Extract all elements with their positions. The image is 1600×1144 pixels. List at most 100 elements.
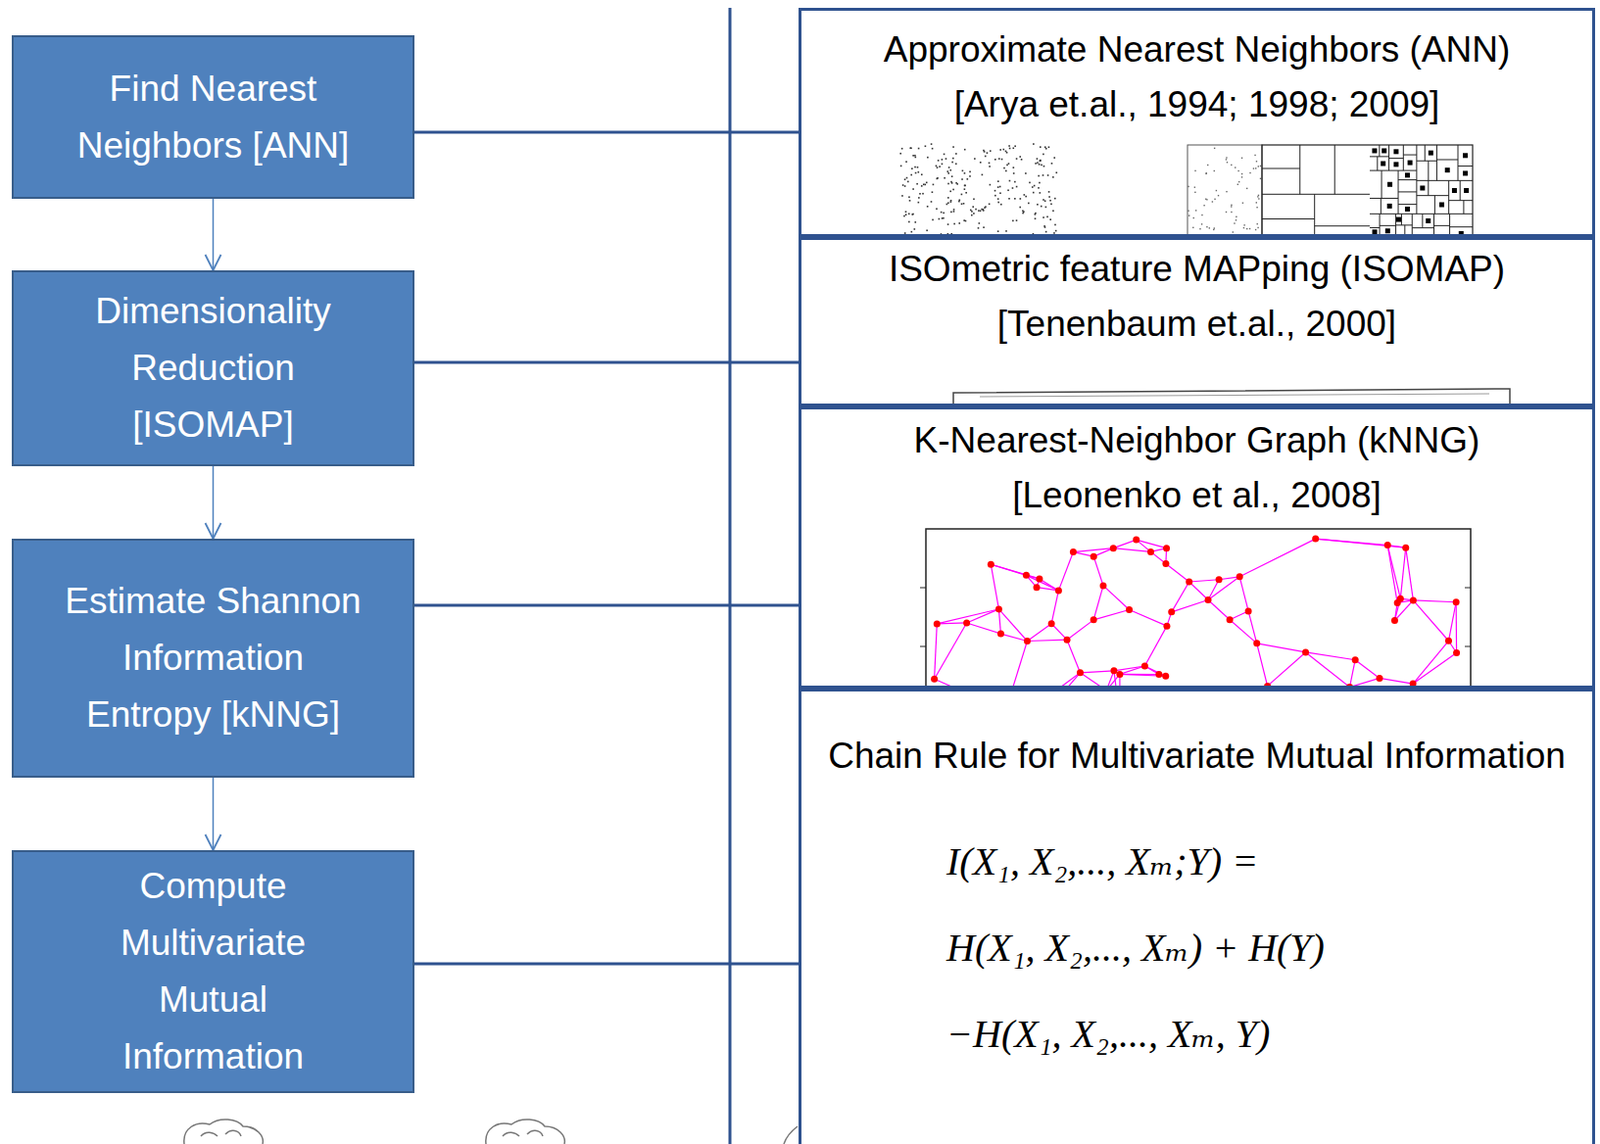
data-point: [1027, 202, 1030, 205]
data-point: [988, 162, 991, 165]
data-point: [972, 197, 975, 200]
graph-edge: [1066, 639, 1080, 674]
data-point: [949, 169, 952, 172]
data-point: [942, 217, 945, 220]
data-point: [1225, 211, 1227, 213]
graph-edge: [1306, 652, 1351, 687]
graph-edge: [1412, 600, 1456, 603]
data-point: [1225, 156, 1227, 158]
data-point: [909, 146, 912, 149]
process-box: Compute Multivariate Mutual Information: [11, 850, 415, 1094]
data-point: [1005, 230, 1008, 233]
data-point: [903, 215, 906, 218]
data-point: [911, 213, 914, 216]
graph-edge: [1350, 660, 1357, 687]
data-point: [925, 182, 928, 185]
data-point: [1428, 150, 1434, 156]
data-point: [911, 231, 914, 234]
graph-vertex: [997, 630, 1005, 638]
graph-edge: [1208, 600, 1230, 621]
curve-fragment: [783, 1126, 798, 1144]
figure-stroke: [1378, 145, 1380, 157]
data-point: [997, 201, 1000, 204]
graph-edge: [934, 678, 1007, 687]
data-point: [977, 209, 980, 212]
figure-stroke: [1403, 145, 1405, 171]
graph-edge: [1079, 673, 1107, 687]
graph-edge: [1025, 575, 1059, 591]
data-point: [1232, 231, 1234, 233]
data-point: [1243, 227, 1245, 229]
data-point: [943, 177, 946, 180]
data-point: [951, 175, 954, 178]
citation: [Arya et.al., 1994; 1998; 2009]: [801, 77, 1593, 133]
graph-edge: [1239, 538, 1315, 578]
data-point: [1387, 182, 1393, 188]
figure-stroke: [1396, 224, 1413, 226]
data-point: [973, 157, 976, 160]
data-point: [1372, 229, 1378, 235]
data-point: [1016, 219, 1019, 222]
graph-edge: [934, 624, 938, 679]
data-point: [1230, 204, 1232, 206]
data-point: [1042, 198, 1045, 201]
data-point: [904, 185, 907, 188]
figure-stroke: [1261, 145, 1473, 236]
data-point: [1235, 216, 1237, 218]
data-point: [982, 208, 985, 211]
data-point: [914, 221, 917, 224]
data-point: [1013, 172, 1016, 175]
data-point: [1032, 143, 1035, 146]
data-point: [1019, 197, 1022, 200]
data-point: [1039, 192, 1042, 194]
data-point: [1194, 192, 1196, 194]
process-box: Estimate Shannon Information Entropy [kN…: [11, 538, 415, 778]
graph-edge: [1058, 552, 1073, 591]
figure-stroke: [1369, 227, 1380, 229]
data-point: [1187, 186, 1189, 188]
description-panel: ISOmetric feature MAPping (ISOMAP)[Tenen…: [798, 237, 1596, 407]
graph-edge: [1257, 643, 1268, 687]
data-point: [1045, 147, 1048, 150]
graph-edge: [1239, 577, 1249, 612]
data-point: [961, 202, 964, 205]
data-point: [997, 180, 1000, 183]
data-point: [930, 200, 933, 203]
data-point: [922, 184, 925, 187]
figure-stroke: [1459, 180, 1461, 200]
figure-stroke: [1261, 218, 1315, 220]
graph-edge: [967, 623, 1002, 634]
data-point: [1419, 185, 1425, 191]
data-point: [1039, 159, 1042, 162]
data-point: [982, 226, 985, 229]
data-point: [982, 149, 985, 152]
data-point: [971, 205, 974, 208]
data-point: [1209, 227, 1211, 229]
data-point: [941, 217, 944, 220]
figure-stroke: [1389, 157, 1405, 159]
data-point: [935, 165, 938, 168]
data-point: [986, 151, 989, 154]
data-point: [1260, 178, 1261, 180]
data-point: [1038, 182, 1041, 185]
data-point: [1257, 195, 1259, 197]
graph-edge: [1093, 556, 1104, 586]
data-point: [901, 147, 904, 150]
figure-stroke: [1381, 170, 1383, 198]
data-point: [1002, 148, 1005, 151]
data-point: [1212, 200, 1213, 202]
graph-edge: [1315, 538, 1407, 548]
graph-vertex: [995, 605, 1003, 613]
data-point: [1042, 216, 1045, 219]
data-point: [1201, 214, 1203, 216]
data-point: [1014, 145, 1017, 147]
data-point: [994, 158, 997, 161]
data-point: [955, 152, 958, 155]
data-point: [1260, 165, 1261, 167]
graph-vertex: [1023, 637, 1031, 645]
graph-vertex: [1453, 598, 1460, 606]
graph-edge: [998, 609, 1001, 634]
data-point: [921, 193, 924, 195]
graph-edge: [1355, 660, 1380, 679]
data-point: [989, 184, 992, 187]
